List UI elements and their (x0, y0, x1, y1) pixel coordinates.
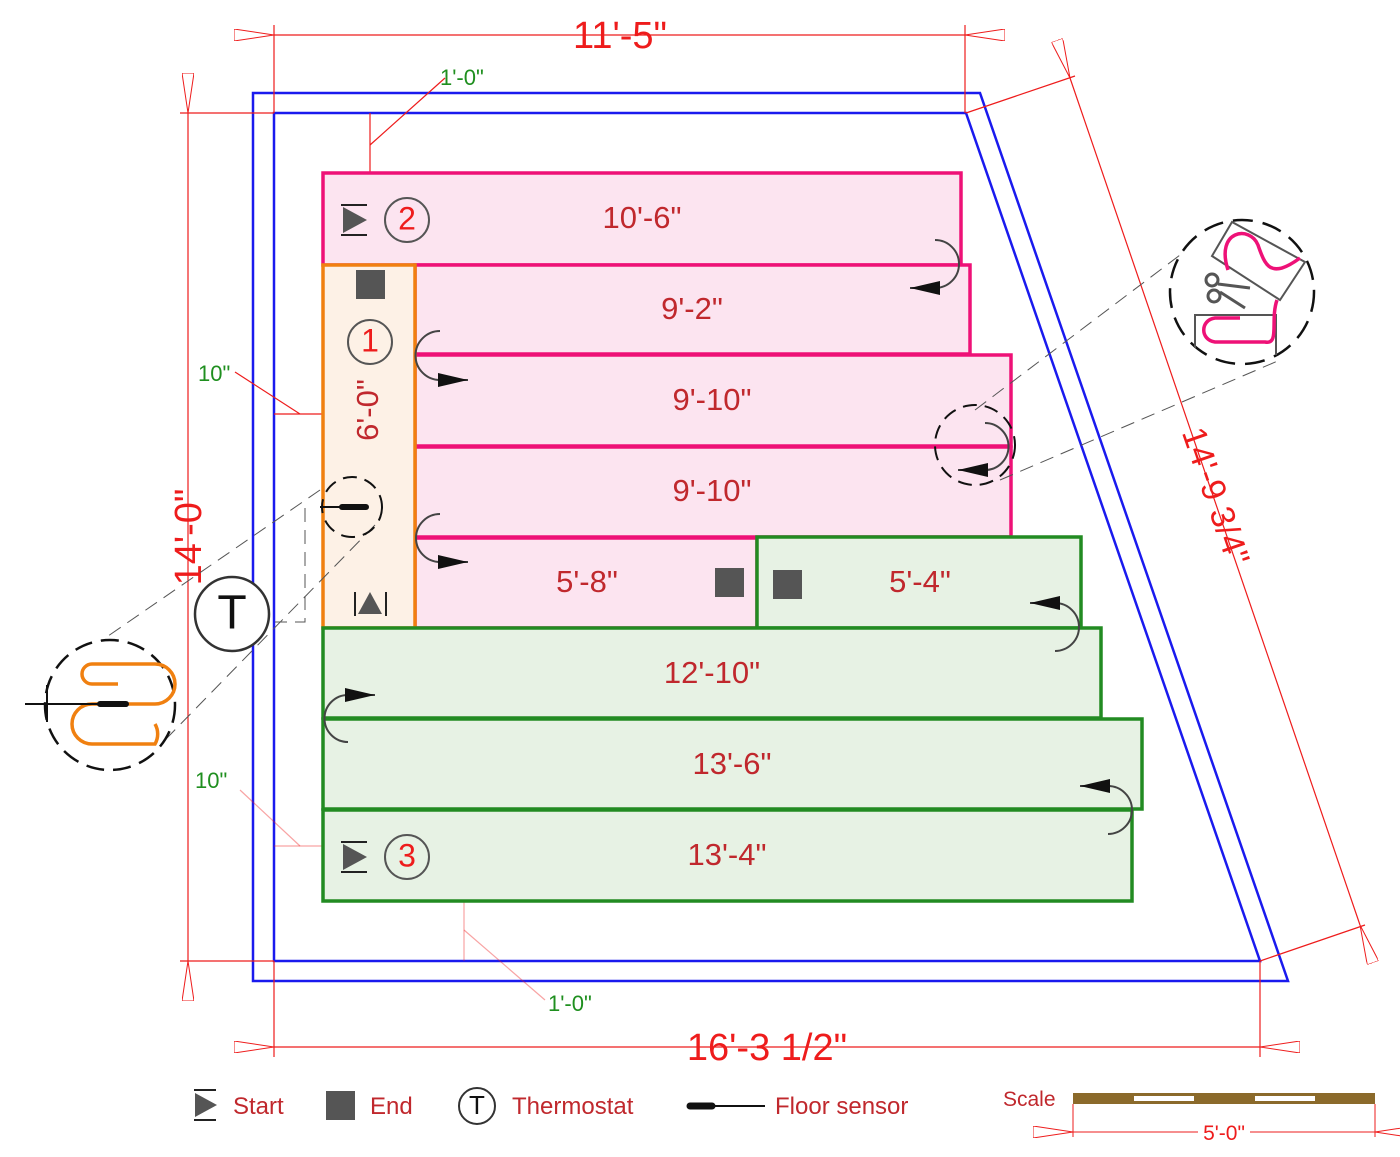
end-icon (715, 568, 744, 597)
run-length: 6'-0" (350, 379, 385, 441)
end-icon (773, 570, 802, 599)
outer-wall (251, 91, 1290, 983)
svg-text:3: 3 (398, 837, 416, 873)
dimensions (180, 25, 1365, 1057)
scale-label: Scale (1003, 1088, 1056, 1111)
zone-1-marker: 1 (347, 319, 393, 365)
scale-length: 5'-0" (1203, 1122, 1245, 1145)
cable-cut-detail (1168, 218, 1316, 366)
dimension-top: 11'-5" (573, 15, 667, 57)
scissors-icon (1204, 272, 1251, 310)
start-icon (341, 204, 367, 236)
start-icon (354, 592, 387, 616)
legend: Start End T Thermostat Floor sensor (194, 1087, 908, 1125)
floor-sensor-detail (25, 638, 177, 772)
zone-2 (321, 171, 1013, 630)
svg-text:2: 2 (398, 200, 416, 236)
legend-end-icon (326, 1091, 355, 1120)
legend-floor-sensor-label: Floor sensor (775, 1093, 908, 1120)
thermostat-icon: T (193, 575, 271, 653)
legend-start-icon (194, 1089, 217, 1121)
svg-text:T: T (469, 1090, 485, 1120)
zone-3-marker: 3 (384, 834, 430, 880)
run-length: 10'-6" (603, 200, 682, 235)
offset-bottom: 1'-0" (548, 991, 592, 1016)
run-length: 12'-10" (664, 655, 760, 690)
dimension-left: 14'-0" (168, 489, 210, 586)
scale-bar: Scale 5'-0" (1003, 1088, 1375, 1145)
legend-end-label: End (370, 1093, 413, 1120)
zone-3 (321, 535, 1144, 903)
offset-left-upper: 10" (198, 361, 230, 386)
run-length: 9'-10" (673, 473, 752, 508)
dimension-bottom: 16'-3 1/2" (687, 1027, 847, 1069)
legend-thermostat-icon: T (458, 1087, 496, 1125)
start-icon (341, 841, 367, 873)
run-length: 9'-2" (661, 291, 723, 326)
zone-1 (321, 263, 417, 630)
run-length: 13'-6" (693, 746, 772, 781)
run-length: 13'-4" (688, 837, 767, 872)
legend-thermostat-label: Thermostat (512, 1093, 634, 1120)
offset-top: 1'-0" (440, 65, 484, 90)
offset-left-lower: 10" (195, 768, 227, 793)
turn-arrows (323, 239, 1133, 835)
run-length: 5'-4" (889, 564, 951, 599)
svg-text:T: T (217, 587, 246, 640)
run-length: 5'-8" (556, 564, 618, 599)
legend-start-label: Start (233, 1093, 284, 1120)
dimension-right: 14'-9 3/4" (1174, 422, 1257, 570)
end-icon (356, 270, 385, 299)
zone-2-marker: 2 (384, 197, 430, 243)
run-length: 9'-10" (673, 382, 752, 417)
svg-text:1: 1 (361, 322, 379, 358)
